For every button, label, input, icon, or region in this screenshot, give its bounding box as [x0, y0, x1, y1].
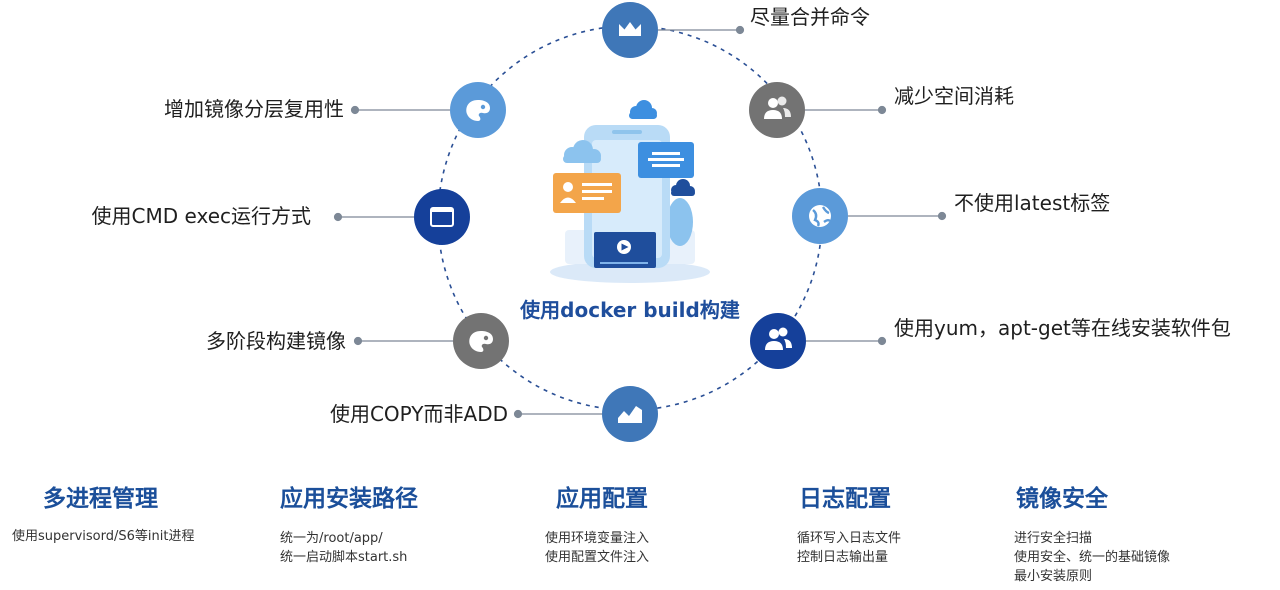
- label-cmd-exec: 使用CMD exec运行方式: [91, 204, 311, 228]
- node-merge-commands: [602, 2, 658, 58]
- docker-practices-diagram: [333, 2, 947, 442]
- column-line: 最小安装原则: [1014, 569, 1093, 584]
- node-online-install: [750, 313, 806, 369]
- column-line: 使用配置文件注入: [545, 550, 650, 565]
- crown-icon: [619, 22, 641, 36]
- node-layer-reuse: [450, 82, 506, 138]
- label-multi-stage: 多阶段构建镜像: [206, 329, 346, 353]
- label-no-latest-tag: 不使用latest标签: [954, 191, 1111, 215]
- column-line: 使用supervisord/S6等init进程: [12, 529, 195, 544]
- column-line: 使用安全、统一的基础镜像: [1014, 550, 1171, 565]
- chart-icon: [618, 406, 642, 423]
- node-cmd-exec: [414, 189, 470, 245]
- window-icon: [430, 207, 454, 227]
- node-reduce-space: [749, 82, 805, 138]
- column-title: 应用安装路径: [280, 486, 418, 512]
- column-log-config: 日志配置 循环写入日志文件 控制日志输出量: [797, 484, 977, 567]
- column-line: 进行安全扫描: [1014, 531, 1093, 546]
- column-title: 应用配置: [556, 486, 648, 512]
- label-online-install: 使用yum，apt-get等在线安装软件包: [894, 316, 1231, 340]
- node-multi-stage: [453, 313, 509, 369]
- label-merge-commands: 尽量合并命令: [750, 5, 870, 29]
- connector-lines: [333, 25, 947, 419]
- users-icon: [765, 327, 792, 350]
- palette-icon: [469, 331, 493, 352]
- label-reduce-space: 减少空间消耗: [894, 84, 1014, 108]
- column-line: 统一为/root/app/: [280, 531, 383, 546]
- label-copy-not-add: 使用COPY而非ADD: [329, 402, 508, 426]
- label-layer-reuse: 增加镜像分层复用性: [164, 97, 344, 121]
- column-multi-process: 多进程管理 使用supervisord/S6等init进程: [12, 484, 242, 546]
- center-title: 使用docker build构建: [520, 298, 740, 322]
- globe-icon: [809, 205, 831, 227]
- node-no-latest-tag: [792, 188, 848, 244]
- column-image-security: 镜像安全 进行安全扫描 使用安全、统一的基础镜像 最小安装原则: [1014, 484, 1234, 586]
- column-line: 控制日志输出量: [797, 550, 889, 565]
- column-line: 使用环境变量注入: [545, 531, 650, 546]
- column-title: 日志配置: [799, 486, 891, 512]
- column-title: 镜像安全: [1016, 486, 1108, 512]
- column-line: 统一启动脚本start.sh: [280, 550, 408, 565]
- node-copy-not-add: [602, 386, 658, 442]
- users-icon: [764, 96, 791, 119]
- column-install-path: 应用安装路径 统一为/root/app/ 统一启动脚本start.sh: [280, 484, 480, 567]
- phone-illustration: [550, 100, 710, 283]
- palette-icon: [466, 100, 490, 121]
- column-line: 循环写入日志文件: [797, 531, 902, 546]
- column-app-config: 应用配置 使用环境变量注入 使用配置文件注入: [545, 484, 725, 567]
- column-title: 多进程管理: [43, 486, 158, 512]
